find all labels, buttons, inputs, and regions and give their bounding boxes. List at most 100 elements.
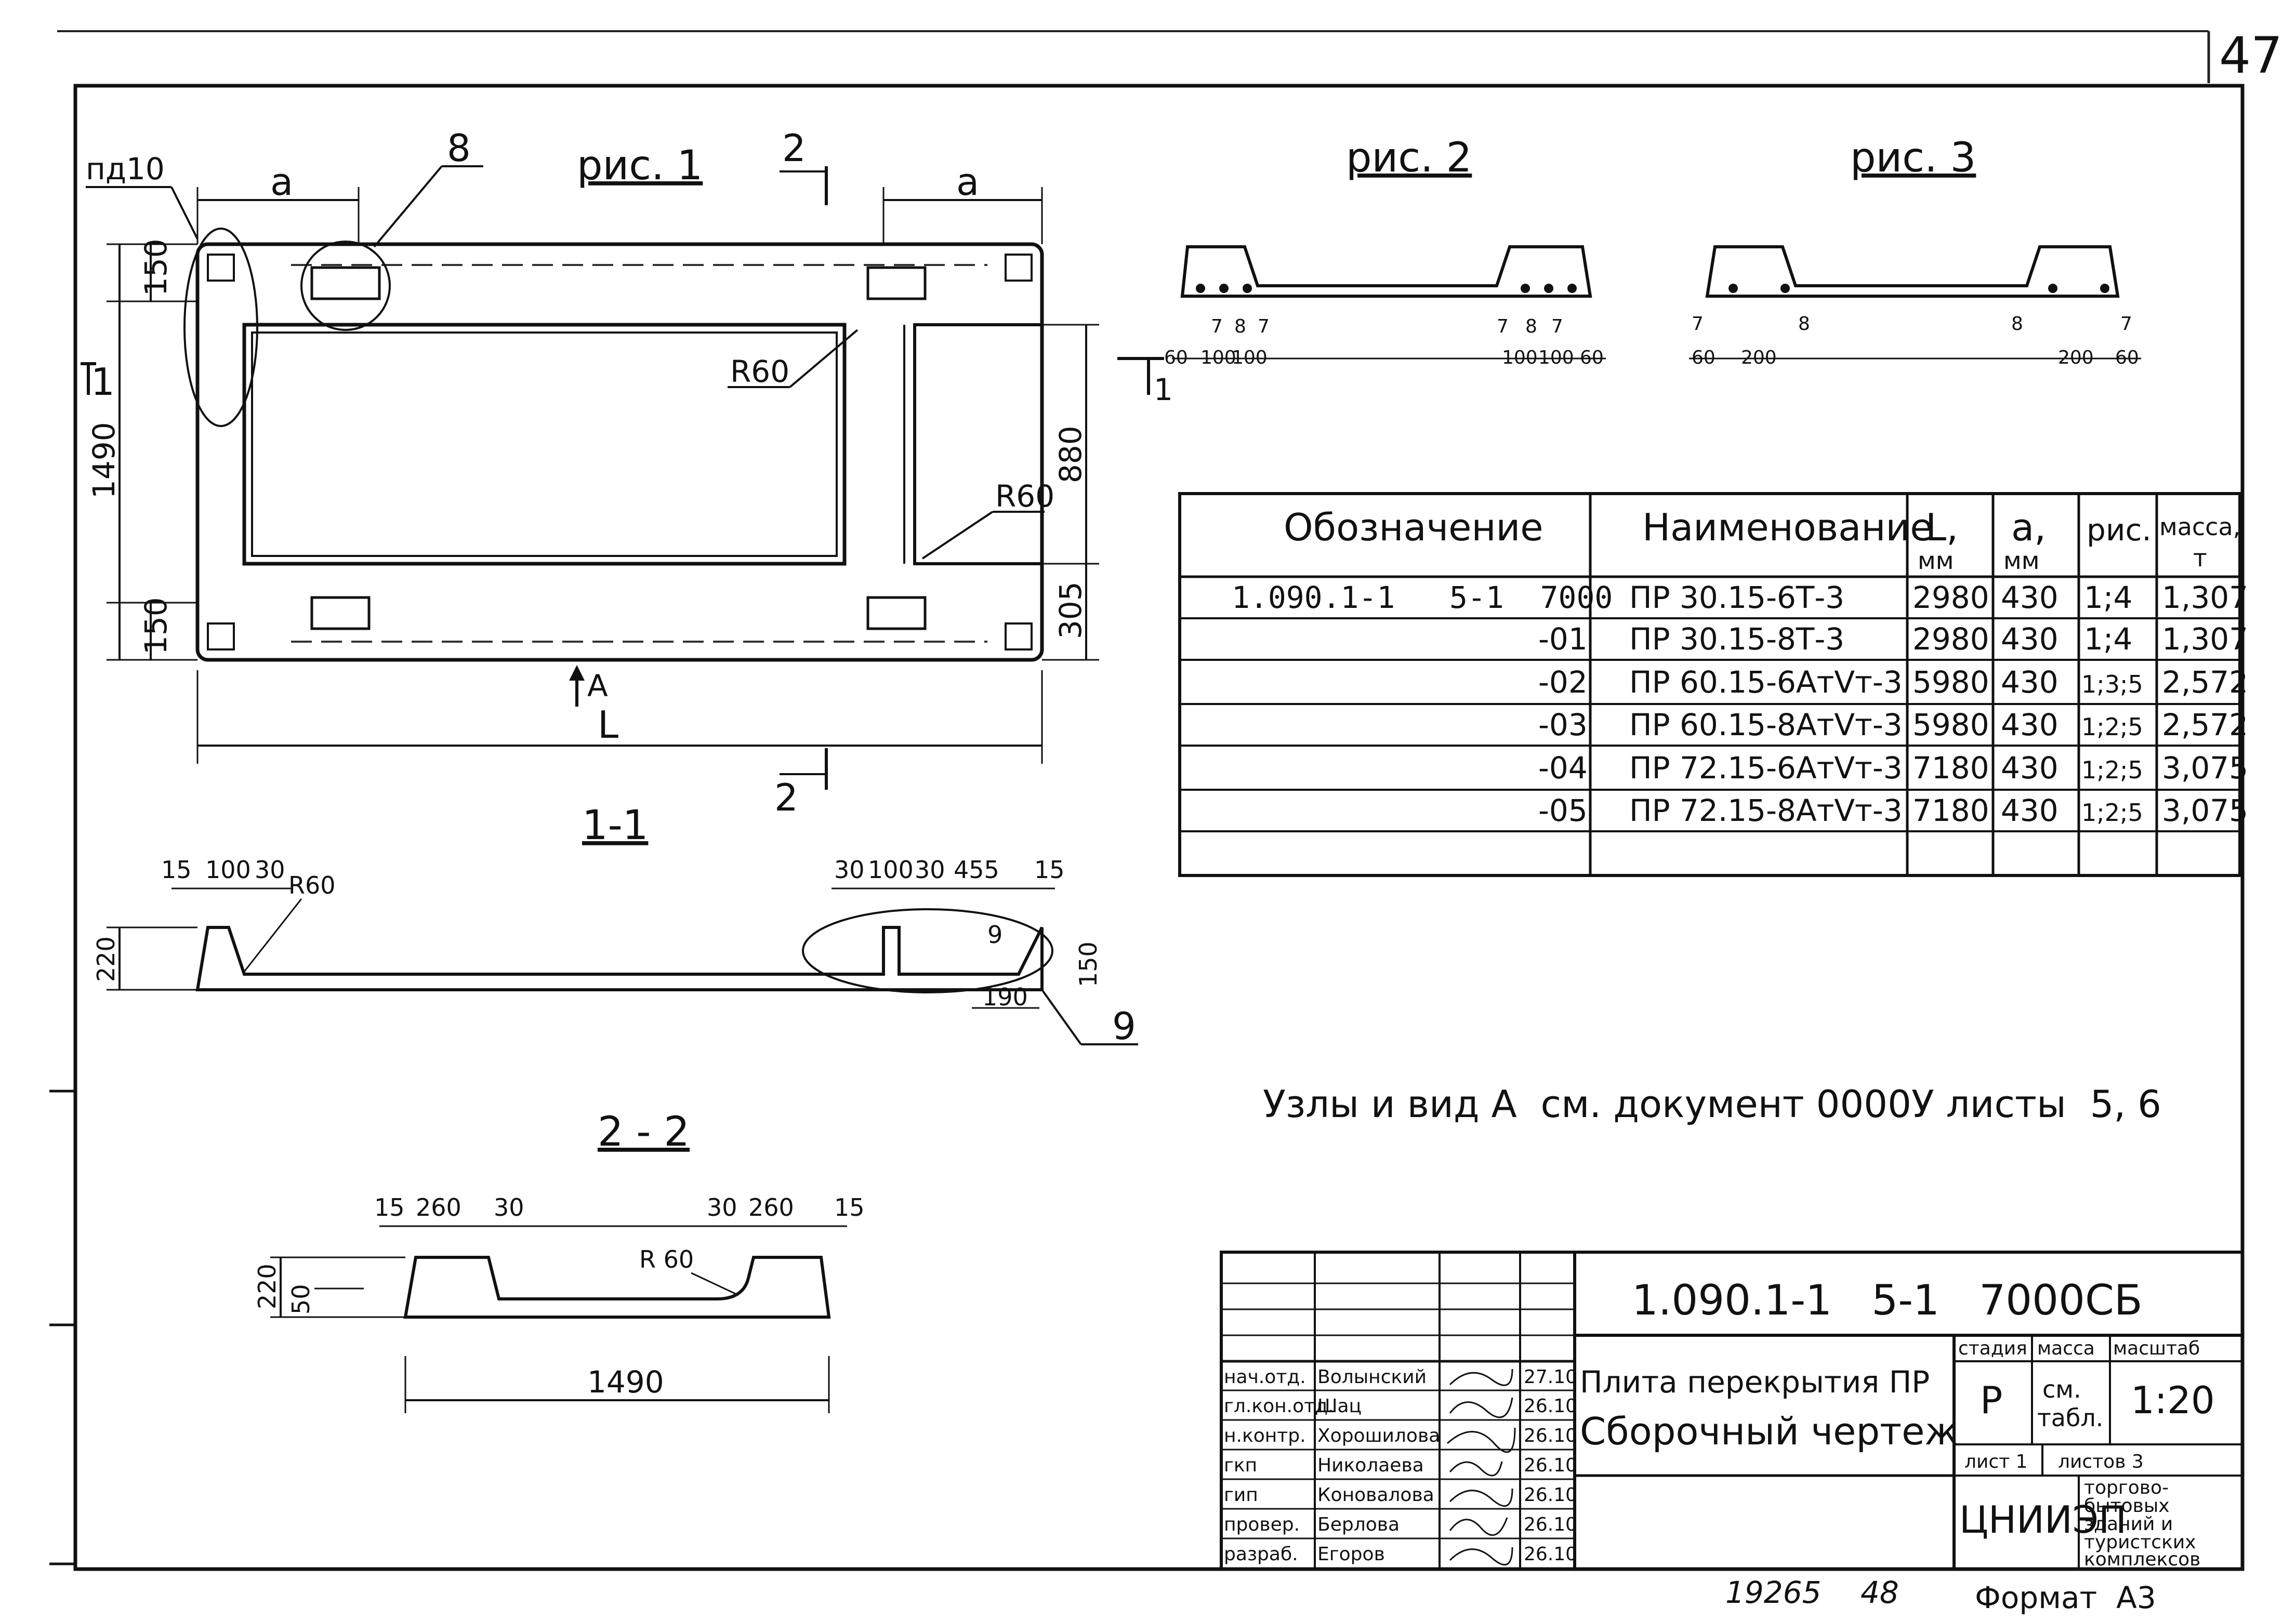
row4-L: 7180 xyxy=(1912,750,1989,786)
fig2-l3: 7 xyxy=(1258,316,1270,337)
row1-fig: 1;4 xyxy=(2084,621,2132,657)
dim-1490-22: 1490 xyxy=(587,1364,664,1400)
row4-a: 430 xyxy=(2001,750,2059,786)
th-designation: Обозначение xyxy=(1284,506,1543,549)
name-0: Волынский xyxy=(1317,1366,1427,1388)
org-desc-2: зданий и xyxy=(2084,1513,2173,1535)
dim-30-c: 30 xyxy=(915,856,945,884)
dim-305: 305 xyxy=(1053,581,1088,639)
label-pd10: пд10 xyxy=(86,151,165,187)
row2-designation: -02 xyxy=(1538,665,1588,700)
dim-100-b: 100 xyxy=(868,856,914,884)
dim-30-b: 30 xyxy=(834,856,865,884)
row1-a: 430 xyxy=(2001,621,2059,657)
row4-mass: 3,075 xyxy=(2162,750,2248,786)
fig2-d5: 100 xyxy=(1538,347,1574,368)
row0-fig: 1;4 xyxy=(2084,580,2132,615)
section-2-bottom: 2 xyxy=(774,776,798,819)
row3-L: 5980 xyxy=(1912,707,1989,742)
row0-name: ПР 30.15-6Т-3 xyxy=(1629,580,1844,615)
dim-220-22: 220 xyxy=(253,1264,281,1309)
date-6: 26.10 xyxy=(1524,1544,1577,1565)
dim-a-right: a xyxy=(956,160,979,204)
dim-9: 9 xyxy=(987,921,1002,949)
figure-1-plan: рис. 1 8 пд10 a xyxy=(81,126,1099,819)
spec-table: Обозначение Наименование L, мм a, мм рис… xyxy=(1178,492,2248,877)
section-1-1: 1-1 9 15 100 30 R60 220 30 100 30 455 15… xyxy=(92,802,1138,1048)
fig3-d3: 200 xyxy=(2058,347,2094,368)
dim-15-a: 15 xyxy=(161,856,192,884)
th-name: Наименование xyxy=(1642,506,1933,549)
dim-150-11: 150 xyxy=(1074,941,1102,987)
fig2-l1: 7 xyxy=(1211,316,1223,337)
role-0: нач.отд. xyxy=(1224,1366,1306,1388)
drawing-type: Сборочный чертеж xyxy=(1580,1410,1958,1453)
dim-220-11: 220 xyxy=(92,936,120,982)
figure-2-cross-section: рис. 2 7 8 7 7 8 7 60 100 100 100 100 60… xyxy=(1117,135,1606,407)
fig2-l6: 7 xyxy=(1551,316,1563,337)
date-4: 26.10 xyxy=(1524,1484,1577,1506)
row3-mass: 2,572 xyxy=(2162,707,2248,742)
dim-100-a: 100 xyxy=(205,856,251,884)
footer-number-2: 48 xyxy=(1860,1575,1899,1610)
fig2-l5: 8 xyxy=(1525,316,1537,337)
org-desc-3: туристских xyxy=(2084,1532,2196,1553)
dim-15-22b: 15 xyxy=(834,1193,865,1221)
fig2-d4: 100 xyxy=(1502,347,1538,368)
page-number: 47 xyxy=(2219,26,2282,85)
fig2-l4: 7 xyxy=(1497,316,1509,337)
figure-1-title: рис. 1 xyxy=(577,142,703,189)
row5-mass: 3,075 xyxy=(2162,793,2248,828)
row2-fig: 1;3;5 xyxy=(2081,670,2143,698)
section-2-2: 2 - 2 15 260 30 30 260 15 R 60 220 50 14… xyxy=(253,1109,865,1413)
fig2-d1: 60 xyxy=(1164,347,1188,368)
format-label: Формат А3 xyxy=(1975,1580,2156,1615)
role-1: гл.кон.отд. xyxy=(1224,1396,1334,1417)
stage-header: стадия xyxy=(1958,1338,2027,1359)
row5-designation: -05 xyxy=(1538,793,1588,828)
dim-880: 880 xyxy=(1053,426,1088,483)
date-0: 27.10 xyxy=(1524,1366,1577,1388)
dim-15-b: 15 xyxy=(1034,856,1065,884)
reference-note: Узлы и вид А см. документ 0000У листы 5,… xyxy=(1263,1082,2161,1126)
org-desc-1: бытовых xyxy=(2084,1495,2170,1517)
footer-number-1: 19265 xyxy=(1725,1575,1822,1610)
row4-fig: 1;2;5 xyxy=(2081,756,2143,784)
dim-150-bottom: 150 xyxy=(138,597,174,655)
date-3: 26.10 xyxy=(1524,1455,1577,1476)
scale-value: 1:20 xyxy=(2131,1378,2215,1422)
row0-a: 430 xyxy=(2001,580,2059,615)
th-a: a, xyxy=(2011,506,2046,549)
org-name: ЦНИИЭП xyxy=(1959,1498,2127,1542)
r60-11: R60 xyxy=(288,871,336,899)
fig3-d1: 60 xyxy=(1692,347,1716,368)
row3-name: ПР 60.15-8АтⅤт-3 xyxy=(1629,707,1903,742)
dim-150-top: 150 xyxy=(138,238,174,296)
row2-L: 5980 xyxy=(1912,665,1989,700)
name-6: Егоров xyxy=(1317,1544,1385,1565)
dim-455: 455 xyxy=(954,856,999,884)
section-1-1-title: 1-1 xyxy=(582,802,648,849)
row1-designation: -01 xyxy=(1538,621,1588,657)
date-1: 26.10 xyxy=(1524,1396,1577,1417)
r60-22: R 60 xyxy=(639,1245,694,1273)
org-desc-4: комплексов xyxy=(2084,1549,2200,1570)
fig3-d4: 60 xyxy=(2115,347,2139,368)
row5-name: ПР 72.15-8АтⅤт-3 xyxy=(1629,793,1903,828)
product-name: Плита перекрытия ПР xyxy=(1580,1364,1930,1400)
title-block: 1.090.1-1 5-1 7000СБ нач.отд. Волынский … xyxy=(1220,1251,2244,1571)
row5-L: 7180 xyxy=(1912,793,1989,828)
row1-name: ПР 30.15-8Т-3 xyxy=(1629,621,1844,657)
fig3-l1: 7 xyxy=(1692,313,1704,335)
fig3-d2: 200 xyxy=(1741,347,1777,368)
fig3-l4: 7 xyxy=(2120,313,2132,335)
role-6: разраб. xyxy=(1224,1544,1298,1565)
row0-mass: 1,307 xyxy=(2162,580,2248,615)
th-a-unit: мм xyxy=(2003,547,2039,575)
fig2-d6: 60 xyxy=(1580,347,1604,368)
row2-mass: 2,572 xyxy=(2162,665,2248,700)
figure-3-title: рис. 3 xyxy=(1850,135,1976,181)
org-desc-0: торгово- xyxy=(2084,1477,2169,1498)
row0-L: 2980 xyxy=(1912,580,1989,615)
